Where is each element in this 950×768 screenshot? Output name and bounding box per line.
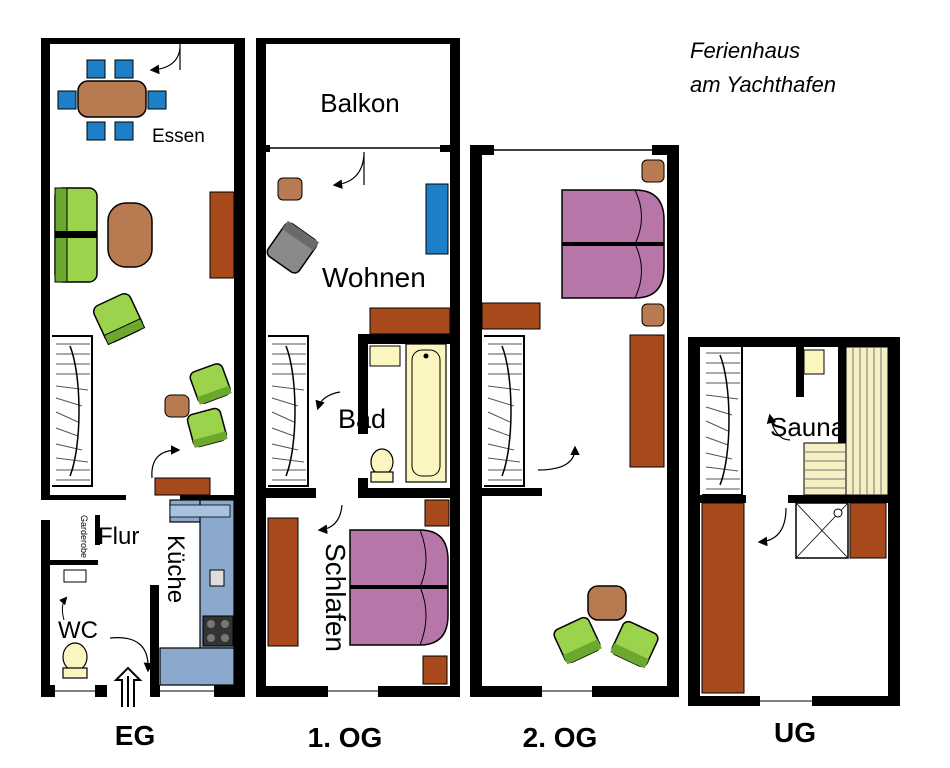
dining-table xyxy=(77,80,147,118)
floor-eg: Essen xyxy=(41,38,245,751)
stove-icon xyxy=(202,615,234,647)
door-swing-icon xyxy=(151,445,181,479)
armchair xyxy=(553,616,602,665)
bed xyxy=(561,189,665,299)
armchair xyxy=(266,220,320,274)
door-swing-icon xyxy=(332,152,365,189)
sofa xyxy=(54,187,98,283)
armchair xyxy=(92,292,146,346)
room-label-wc: WC xyxy=(58,617,98,644)
bathtub-icon xyxy=(405,343,447,483)
cabinet xyxy=(701,502,745,694)
title-line1: Ferienhaus xyxy=(690,38,800,63)
bed xyxy=(349,529,449,646)
armchair xyxy=(610,620,659,669)
side-table xyxy=(277,177,303,201)
side-table xyxy=(164,394,190,418)
room-label-schlafen: Schlafen xyxy=(320,543,351,652)
nightstand xyxy=(422,655,448,685)
room-label-kueche: Küche xyxy=(162,535,189,603)
cabinet xyxy=(369,307,451,335)
room-label-wohnen: Wohnen xyxy=(322,262,426,293)
door-swing-icon xyxy=(59,596,68,621)
cabinet xyxy=(154,477,211,496)
kitchen-counter xyxy=(159,499,235,686)
nightstand xyxy=(641,303,665,327)
door-swing-icon xyxy=(766,413,791,441)
door-swing-icon xyxy=(315,391,341,411)
sink-icon xyxy=(369,345,401,367)
room-label-garderobe: Garderobe xyxy=(79,515,89,558)
tv-cabinet xyxy=(425,183,449,255)
toilet-icon xyxy=(62,642,88,679)
door-swing-icon xyxy=(149,44,181,75)
floor-label-eg: EG xyxy=(115,720,155,751)
floor-og1: Balkon Wohnen Bad xyxy=(256,38,460,753)
sauna-stove xyxy=(803,349,825,375)
room-label-sauna: Sauna xyxy=(770,412,846,442)
staircase-icon xyxy=(701,344,743,496)
sink-icon xyxy=(63,569,87,583)
sideboard xyxy=(209,191,235,279)
staircase-icon xyxy=(51,335,93,487)
staircase-icon xyxy=(483,335,525,487)
shower-icon xyxy=(795,502,849,559)
cabinet xyxy=(481,302,541,330)
coffee-table xyxy=(107,202,153,268)
floor-label-og1: 1. OG xyxy=(308,722,383,753)
door-swing-icon xyxy=(537,445,580,471)
door-swing-icon xyxy=(757,507,787,547)
staircase-icon xyxy=(267,335,309,487)
entrance-arrow-icon xyxy=(113,666,143,707)
door-swing-icon xyxy=(317,504,343,535)
armchair xyxy=(186,407,228,448)
armchair xyxy=(189,363,232,405)
wardrobe xyxy=(267,517,299,647)
door-swing-icon xyxy=(109,637,154,673)
nightstand xyxy=(641,159,665,183)
side-table xyxy=(587,585,627,621)
floor-label-og2: 2. OG xyxy=(523,722,598,753)
floor-ug: Sauna UG xyxy=(688,337,900,748)
nightstand xyxy=(424,499,450,527)
floor-og2: 2. OG xyxy=(470,145,679,753)
room-label-essen: Essen xyxy=(152,126,205,147)
sauna-bench xyxy=(803,346,889,496)
room-label-balkon: Balkon xyxy=(320,88,400,118)
room-label-bad: Bad xyxy=(338,404,386,434)
wardrobe xyxy=(629,334,665,468)
title-line2: am Yachthafen xyxy=(690,72,836,97)
room-label-flur: Flur xyxy=(98,523,139,550)
cabinet xyxy=(849,502,887,559)
dining-chairs xyxy=(57,59,167,141)
floor-label-ug: UG xyxy=(774,717,816,748)
toilet-icon xyxy=(370,448,394,483)
